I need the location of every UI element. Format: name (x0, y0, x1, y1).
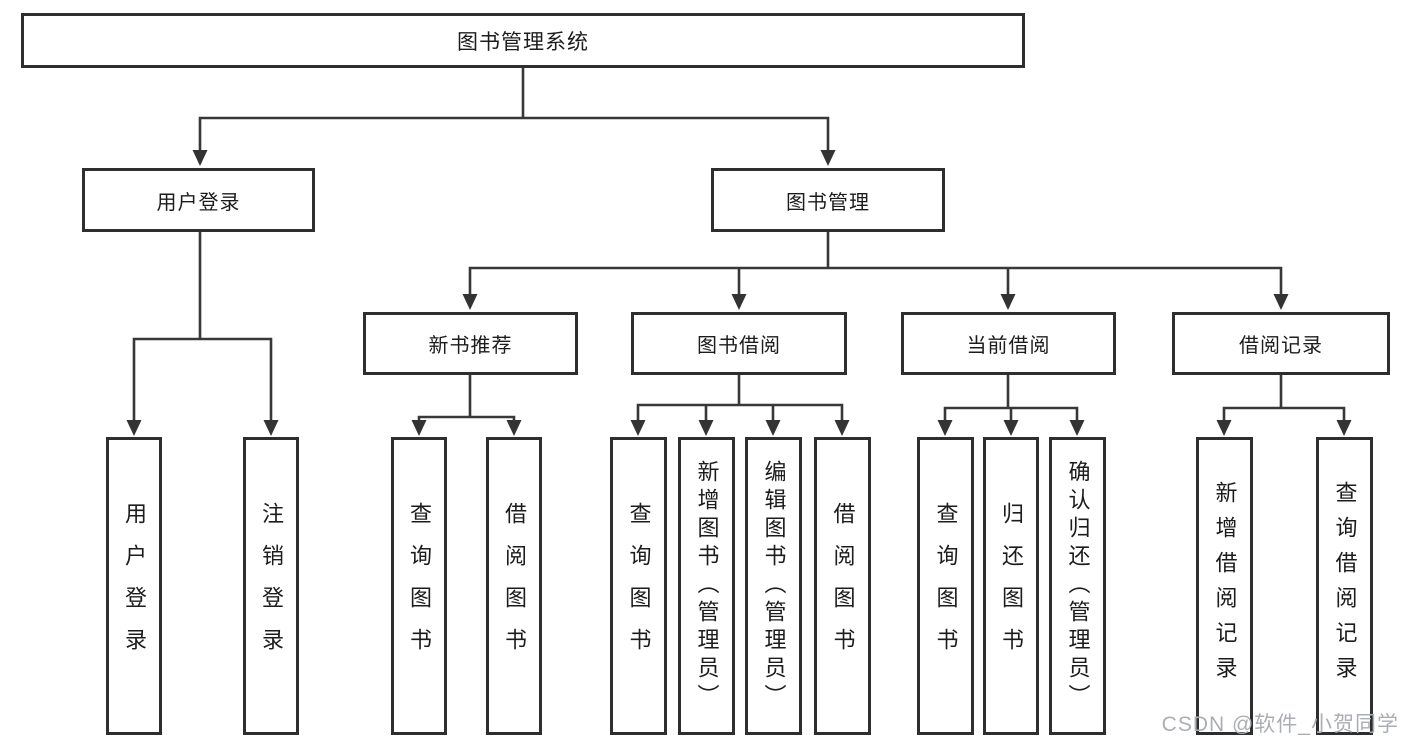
leaf-label: 查询借阅记录 (1332, 481, 1358, 691)
node-label: 新书推荐 (428, 335, 513, 357)
arrowheads (126, 150, 1352, 436)
arrow-icon (1003, 420, 1019, 436)
arrow-icon (937, 420, 953, 436)
node-label: 图书管理 (786, 191, 870, 214)
arrow-icon (820, 150, 836, 166)
node-borrowing-records: 借阅记录 (1172, 312, 1390, 375)
node-book-management: 图书管理 (711, 168, 945, 232)
leaf-add-books-admin: 新增图书（管理员） (678, 437, 735, 735)
node-label: 图书管理系统 (457, 30, 589, 54)
arrow-icon (630, 420, 646, 436)
leaf-edit-books-admin: 编辑图书（管理员） (745, 437, 802, 735)
connector-path (132, 66, 1346, 424)
csdn-watermark: CSDN @软件_小贺同学 (1161, 713, 1399, 736)
leaf-add-borrow-record: 新增借阅记录 (1196, 437, 1253, 735)
node-label: 当前借阅 (966, 335, 1051, 357)
node-library-management-system: 图书管理系统 (21, 13, 1025, 68)
arrow-icon (1273, 294, 1289, 310)
arrow-icon (834, 420, 850, 436)
leaf-borrow-books: 借阅图书 (814, 437, 871, 735)
leaf-confirm-return-admin: 确认归还（管理员） (1049, 437, 1106, 735)
leaf-label: 查询图书 (407, 502, 432, 670)
node-label: 借阅记录 (1239, 335, 1323, 357)
leaf-label: 确认归还（管理员） (1065, 460, 1091, 712)
arrow-icon (731, 294, 747, 310)
arrow-icon (1069, 420, 1085, 436)
leaf-return-books: 归还图书 (983, 437, 1039, 735)
leaf-label: 注销登录 (259, 502, 284, 670)
leaf-label: 新增借阅记录 (1212, 481, 1238, 691)
leaf-label: 借阅图书 (830, 502, 856, 670)
arrow-icon (506, 420, 522, 436)
leaf-label: 编辑图书（管理员） (761, 460, 787, 712)
node-book-borrowing: 图书借阅 (631, 312, 847, 375)
node-user-login: 用户登录 (82, 168, 315, 232)
arrow-icon (1216, 420, 1232, 436)
arrow-icon (126, 420, 142, 436)
leaf-label: 查询图书 (933, 502, 959, 670)
arrow-icon (263, 420, 279, 436)
arrow-icon (411, 420, 427, 436)
leaf-label: 新增图书（管理员） (694, 460, 720, 712)
arrow-icon (192, 150, 208, 166)
arrow-icon (698, 420, 714, 436)
node-label: 用户登录 (156, 191, 241, 214)
leaf-label: 用户登录 (122, 502, 147, 670)
leaf-label: 归还图书 (999, 502, 1024, 670)
node-new-book-recommendation: 新书推荐 (363, 312, 578, 375)
arrow-icon (462, 294, 478, 310)
leaf-borrow-query-books: 查询图书 (610, 437, 667, 735)
arrow-icon (1336, 420, 1352, 436)
leaf-current-query-books: 查询图书 (917, 437, 974, 735)
leaf-label: 查询图书 (626, 502, 652, 670)
leaf-recommend-borrow-books: 借阅图书 (486, 437, 542, 735)
leaf-logout: 注销登录 (243, 437, 299, 735)
leaf-user-login: 用户登录 (106, 437, 162, 735)
leaf-label: 借阅图书 (502, 502, 527, 670)
arrow-icon (765, 420, 781, 436)
arrow-icon (1000, 294, 1016, 310)
node-label: 图书借阅 (697, 335, 781, 357)
leaf-recommend-query-books: 查询图书 (391, 437, 447, 735)
node-current-borrowing: 当前借阅 (901, 312, 1116, 375)
leaf-query-borrow-record: 查询借阅记录 (1316, 437, 1373, 735)
